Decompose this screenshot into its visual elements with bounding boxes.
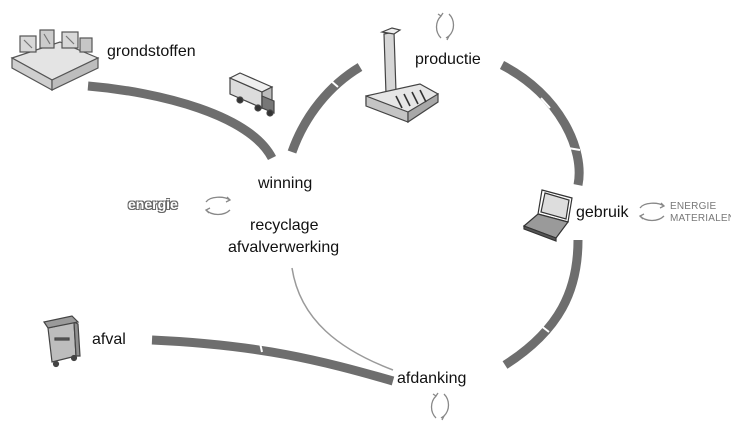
label-gebruik: gebruik [576, 204, 629, 221]
label-afvalverwerking: afvalverwerking [228, 239, 340, 256]
label-productie: productie [415, 51, 481, 68]
label-energie: energie [128, 196, 178, 212]
label-side-materialen: MATERIALEN [670, 213, 731, 224]
cycle-arrows-icon [204, 196, 232, 216]
arc-afdanking-to-afval [151, 335, 395, 386]
cycle-arrows-icon [430, 392, 450, 421]
arc-recyclage-return [291, 267, 394, 371]
notch [567, 147, 581, 151]
notch [259, 342, 263, 353]
arc-grondstoffen-to-winning [87, 81, 277, 161]
label-afval: afval [92, 331, 126, 348]
label-winning: winning [258, 175, 313, 192]
laptop-icon [522, 189, 573, 242]
notch [540, 97, 551, 109]
label-afdanking: afdanking [397, 370, 467, 387]
notch [539, 324, 550, 333]
label-grondstoffen: grondstoffen [107, 43, 196, 60]
arc-gebruik-to-afdanking [502, 239, 583, 369]
factory-icon [365, 27, 440, 124]
cycle-arrows-icon [435, 12, 455, 41]
label-recyclage: recyclage [250, 217, 319, 234]
cycle-arrows-icon [638, 202, 666, 222]
truck-icon [228, 72, 275, 117]
arc-productie-to-gebruik [499, 61, 584, 186]
notch [329, 79, 339, 88]
arc-winning-to-productie [287, 63, 363, 154]
trash-bin-icon [43, 315, 81, 368]
raw-materials-icon [10, 29, 100, 92]
label-side-energie: ENERGIE [670, 201, 717, 212]
